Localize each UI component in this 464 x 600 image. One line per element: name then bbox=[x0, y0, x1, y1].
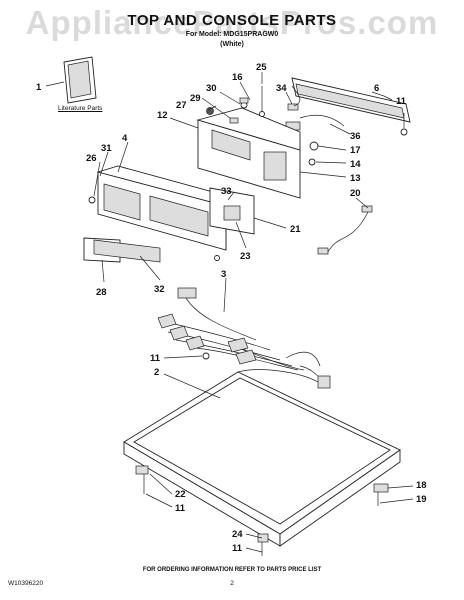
callout-17: 17 bbox=[350, 145, 361, 156]
leader-lines bbox=[93, 72, 414, 553]
callout-6: 6 bbox=[374, 83, 379, 94]
callout-14: 14 bbox=[350, 159, 361, 170]
callout-2: 2 bbox=[154, 367, 159, 378]
callout-3: 3 bbox=[221, 269, 226, 280]
callout-22: 22 bbox=[175, 489, 186, 500]
callout-24: 24 bbox=[232, 529, 243, 540]
callout-16: 16 bbox=[232, 72, 243, 83]
callout-23: 23 bbox=[240, 251, 251, 262]
callout-21: 21 bbox=[290, 224, 301, 235]
callout-11-rear: 11 bbox=[232, 543, 243, 554]
watermark-text: AppliancePartsPros.com bbox=[25, 4, 439, 41]
callout-1: 1 bbox=[36, 82, 42, 93]
callout-28: 28 bbox=[96, 287, 107, 298]
control-bracket bbox=[196, 107, 319, 199]
model-line: For Model: MDG15PRAGW0 bbox=[185, 31, 279, 38]
literature-parts-label: Literature Parts bbox=[58, 105, 103, 112]
callout-25: 25 bbox=[256, 62, 267, 73]
callout-36: 36 bbox=[350, 131, 361, 142]
callout-13: 13 bbox=[350, 173, 361, 184]
dryer-top-panel bbox=[123, 369, 401, 547]
callout-31: 31 bbox=[101, 143, 112, 154]
callout-27: 27 bbox=[176, 100, 187, 111]
top-brackets bbox=[135, 465, 389, 556]
display-overlay bbox=[83, 237, 161, 263]
callout-4: 4 bbox=[122, 133, 128, 144]
callout-30: 30 bbox=[206, 83, 217, 94]
callout-34: 34 bbox=[276, 83, 287, 94]
callout-11-console: 11 bbox=[396, 96, 407, 107]
callout-26: 26 bbox=[86, 153, 97, 164]
color-line: (White) bbox=[220, 41, 244, 48]
callout-11-front: 11 bbox=[175, 503, 186, 514]
page-title: TOP AND CONSOLE PARTS bbox=[127, 12, 337, 29]
console-rear-panel bbox=[291, 77, 411, 136]
ordering-note: FOR ORDERING INFORMATION REFER TO PARTS … bbox=[142, 567, 322, 573]
callout-20: 20 bbox=[350, 188, 361, 199]
literature-booklet bbox=[45, 56, 97, 104]
callout-12: 12 bbox=[157, 110, 168, 121]
console-hardware bbox=[206, 86, 265, 124]
page-number: 2 bbox=[230, 580, 234, 587]
interface-board bbox=[209, 187, 255, 235]
callout-11-harness: 11 bbox=[150, 353, 161, 364]
callout-33: 33 bbox=[221, 186, 232, 197]
callout-19: 19 bbox=[416, 494, 427, 505]
callout-29: 29 bbox=[190, 93, 201, 104]
callout-numbers: 1 25 16 30 34 6 29 27 11 12 36 4 17 31 2… bbox=[36, 62, 427, 554]
main-harness bbox=[157, 287, 331, 389]
callout-18: 18 bbox=[416, 480, 427, 491]
callout-32: 32 bbox=[154, 284, 165, 295]
document-number: W10396220 bbox=[8, 580, 44, 587]
harness-cable bbox=[317, 205, 373, 255]
